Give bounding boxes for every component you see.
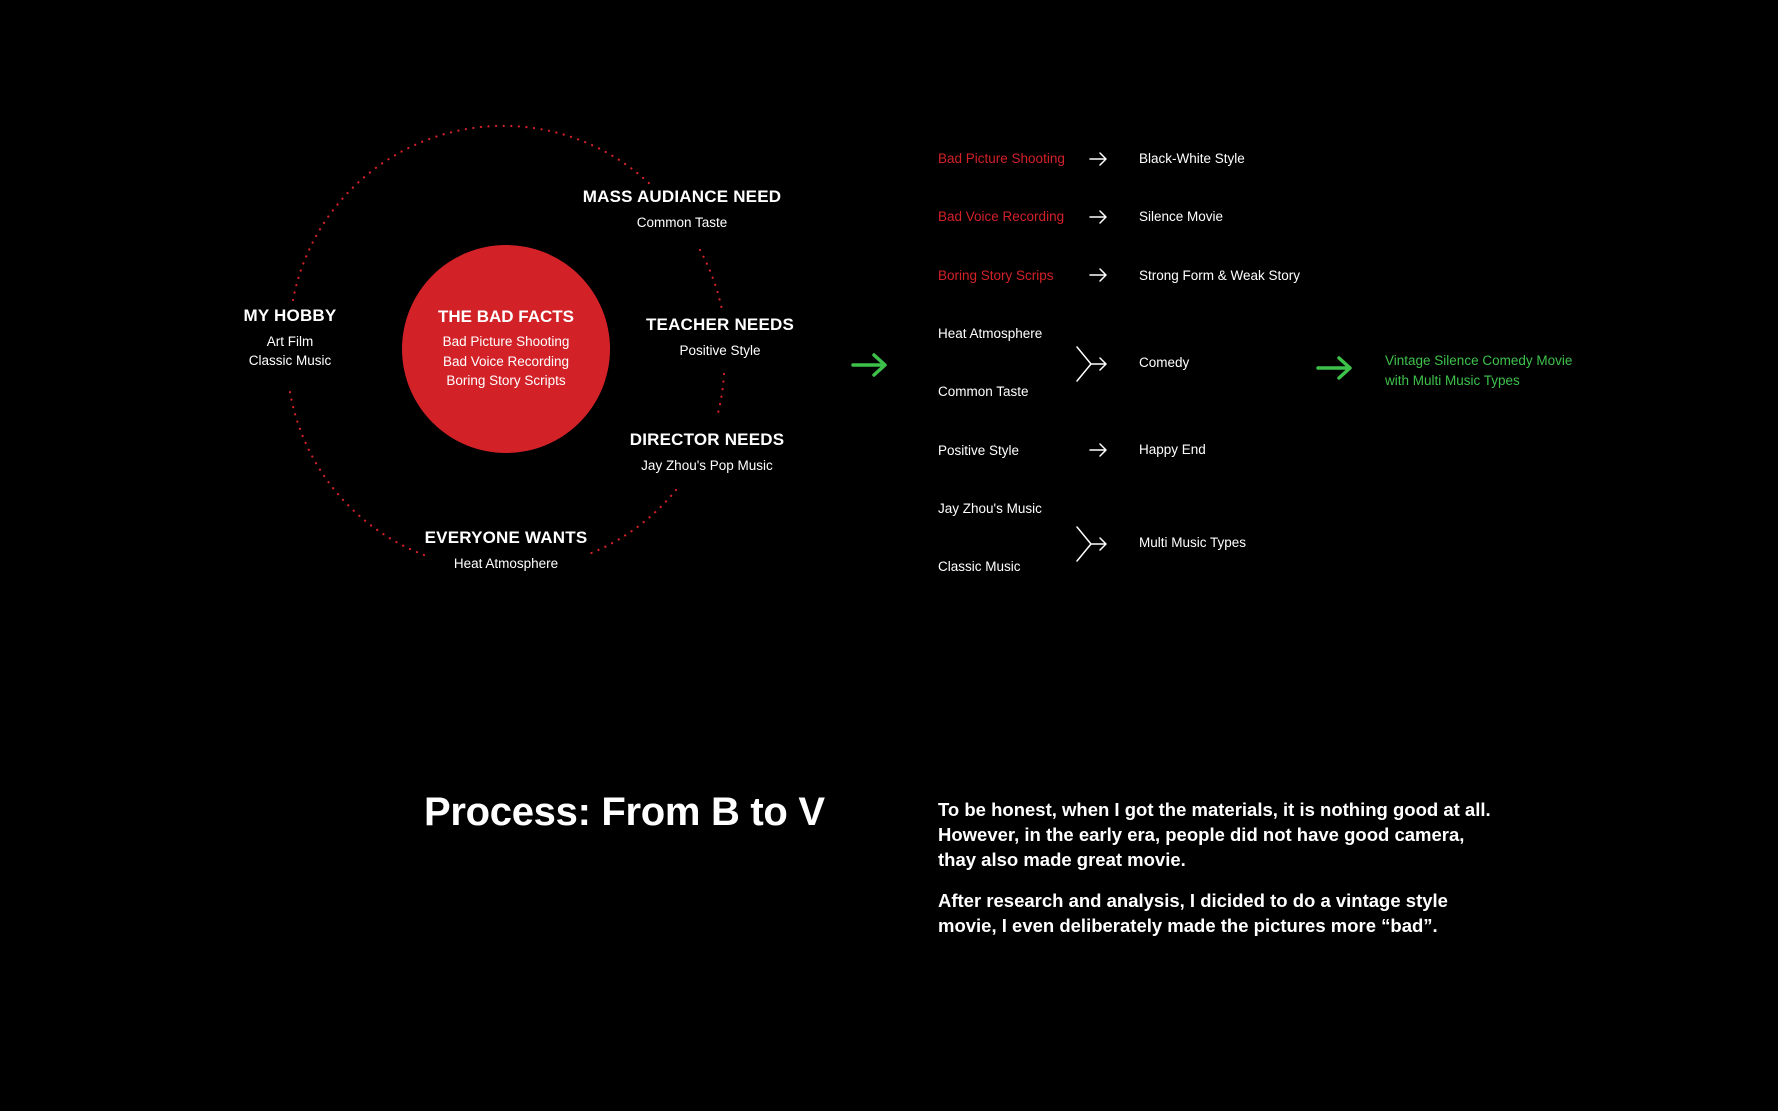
final-result: Vintage Silence Comedy Movie with Multi … xyxy=(1385,351,1572,390)
node-title: EVERYONE WANTS xyxy=(424,528,588,547)
orbit-arc-bottom-left xyxy=(288,390,426,557)
green-arrow-icon xyxy=(851,353,887,377)
result-line: with Multi Music Types xyxy=(1385,372,1520,388)
node-everyone-wants: EVERYONE WANTS Heat Atmosphere xyxy=(425,528,588,573)
bad-facts-list: Bad Picture Shooting Bad Voice Recording… xyxy=(443,332,570,391)
orbit-arc-bottom-right xyxy=(587,488,678,556)
node-teacher-needs: TEACHER NEEDS Positive Style xyxy=(646,315,794,360)
node-subtitle: Heat Atmosphere xyxy=(453,556,559,571)
orbit-arc-right-upper xyxy=(698,248,724,312)
description-paragraph: To be honest, when I got the materials, … xyxy=(938,799,1491,870)
node-subtitle: Jay Zhou's Pop Music xyxy=(641,458,773,473)
flow-input: Common Taste xyxy=(938,384,1029,399)
bad-facts-circle: THE BAD FACTS Bad Picture Shooting Bad V… xyxy=(402,245,610,453)
arrow-right-icon xyxy=(1089,210,1107,224)
node-mass-audiance: MASS AUDIANCE NEED Common Taste xyxy=(583,187,782,232)
node-title: TEACHER NEEDS xyxy=(645,315,795,334)
arrow-right-icon xyxy=(1089,268,1107,282)
flow-output: Strong Form & Weak Story xyxy=(1139,268,1301,283)
arrow-right-icon xyxy=(1089,443,1107,457)
node-subtitle: Positive Style xyxy=(679,343,761,358)
arrow-right-icon xyxy=(1089,152,1107,166)
flow-input: Heat Atmosphere xyxy=(938,326,1043,341)
flow-output: Multi Music Types xyxy=(1139,535,1247,550)
flow-input: Jay Zhou's Music xyxy=(938,501,1042,516)
bad-facts-title: THE BAD FACTS xyxy=(438,307,574,327)
result-line: Vintage Silence Comedy Movie xyxy=(1385,353,1573,368)
flow-input: Boring Story Scrips xyxy=(938,268,1054,283)
flow-input: Bad Voice Recording xyxy=(938,209,1065,224)
orbit-arc-right-middle xyxy=(715,372,726,419)
node-subtitle: Common Taste xyxy=(636,215,728,230)
flow-output: Comedy xyxy=(1139,355,1190,370)
node-director-needs: DIRECTOR NEEDS Jay Zhou's Pop Music xyxy=(630,430,785,475)
node-line: Classic Music xyxy=(248,353,332,368)
merge-arrow-icon xyxy=(1076,526,1107,562)
bad-fact-item: Boring Story Scripts xyxy=(446,373,566,389)
node-my-hobby: MY HOBBY Art Film Classic Music xyxy=(244,306,337,370)
bad-fact-item: Bad Voice Recording xyxy=(442,353,570,369)
orbit-arc-top xyxy=(291,124,654,302)
node-title: MY HOBBY xyxy=(243,306,337,325)
flow-output: Silence Movie xyxy=(1139,209,1224,224)
description-paragraph: After research and analysis, I dicided t… xyxy=(938,890,1448,936)
dotted-orbit xyxy=(288,124,726,557)
bad-fact-item: Bad Picture Shooting xyxy=(442,334,570,350)
node-line: Art Film xyxy=(266,334,314,349)
merge-arrow-icon xyxy=(1076,346,1107,382)
node-subtitle: Art Film Classic Music xyxy=(244,332,337,370)
flow-input: Positive Style xyxy=(938,443,1020,458)
section-heading: Process: From B to V xyxy=(424,790,825,834)
white-arrows xyxy=(1076,152,1107,562)
green-arrow-icon xyxy=(1316,356,1352,380)
flow-output: Happy End xyxy=(1139,442,1206,457)
flow-output: Black-White Style xyxy=(1139,151,1245,166)
green-arrows xyxy=(851,353,1352,380)
node-title: DIRECTOR NEEDS xyxy=(629,430,785,449)
flow-input: Bad Picture Shooting xyxy=(938,151,1065,166)
flow-input: Classic Music xyxy=(938,559,1021,574)
node-title: MASS AUDIANCE NEED xyxy=(582,187,782,206)
